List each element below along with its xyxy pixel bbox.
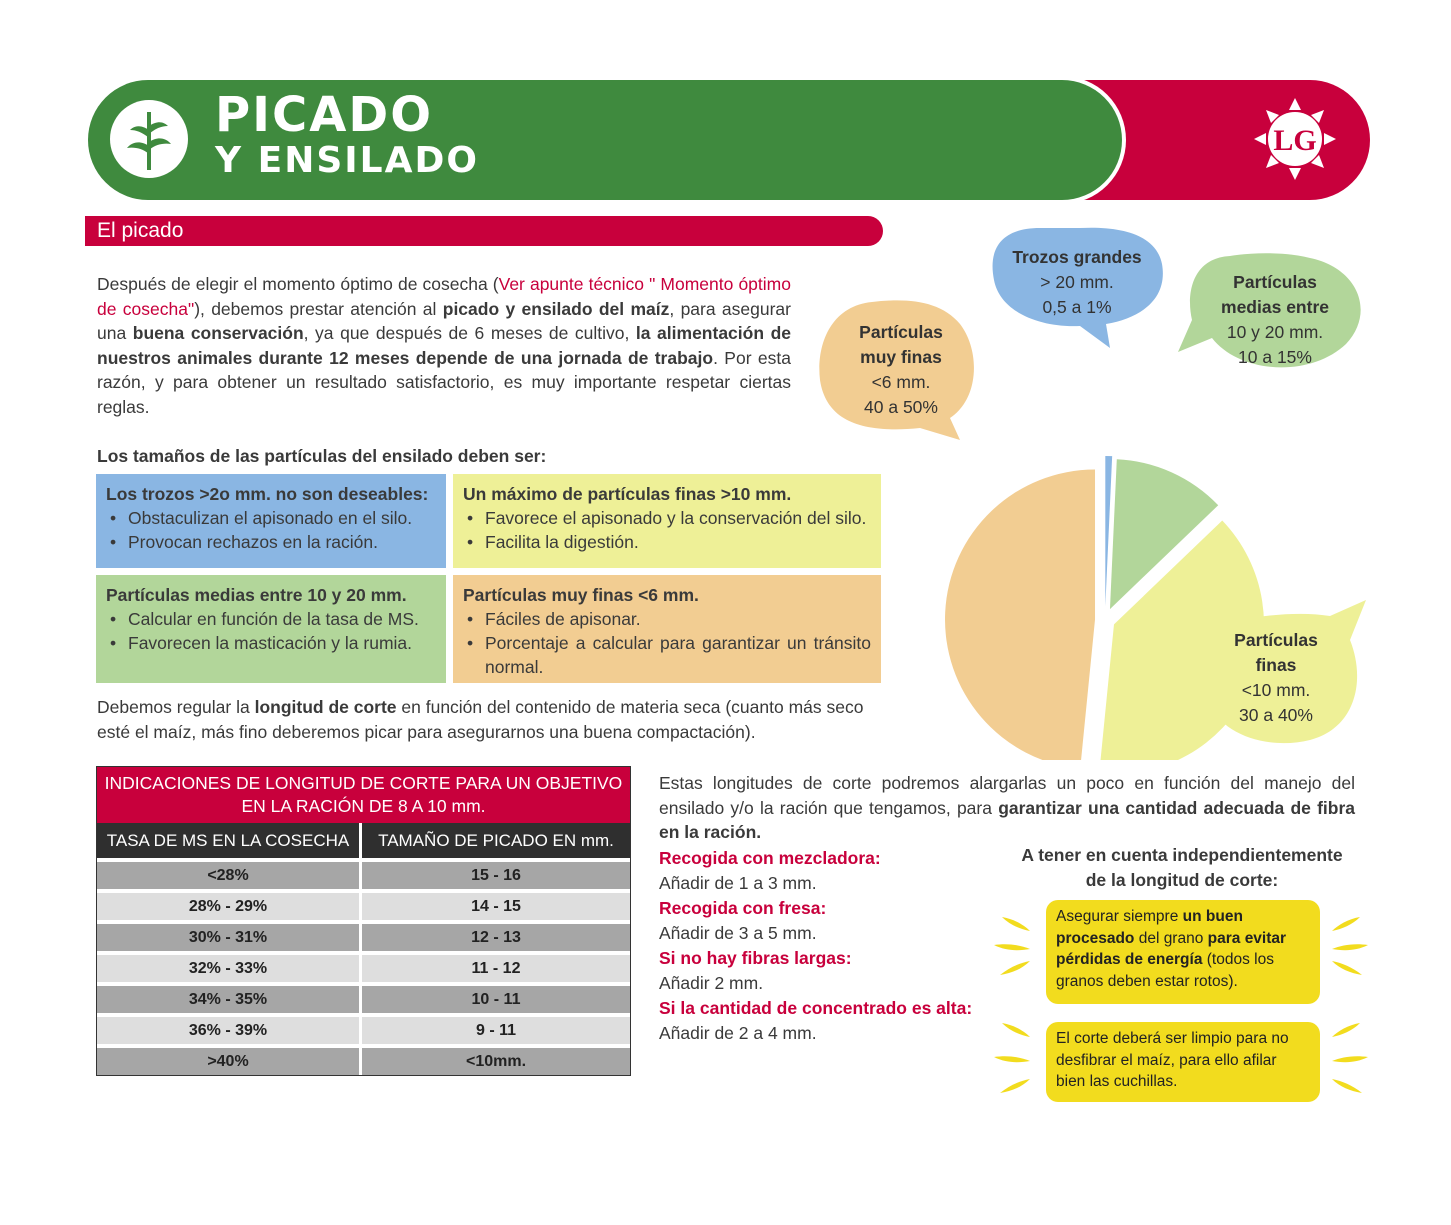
- technical-note-link[interactable]: Ver apunte técnico " Momento óptimo de c…: [97, 274, 791, 319]
- list-item: Favorece el apisonado y la conservación …: [467, 506, 871, 530]
- list-item: Porcentaje a calcular para garantizar un…: [467, 631, 871, 679]
- list-item: Fáciles de apisonar.: [467, 607, 871, 631]
- sunburst-rays: [994, 917, 1368, 1093]
- table-cell: 9 - 11: [362, 1017, 630, 1044]
- list-item: Facilita la digestión.: [467, 530, 871, 554]
- adjustment-value: Añadir de 3 a 5 mm.: [659, 923, 817, 943]
- cut-length-table: INDICACIONES DE LONGITUD DE CORTE PARA U…: [96, 766, 631, 1076]
- table-row: <28%15 - 16: [97, 862, 630, 889]
- tips-heading: A tener en cuenta independientemente de …: [1021, 845, 1343, 890]
- list-item: Provocan rechazos en la ración.: [110, 530, 436, 554]
- table-title: INDICACIONES DE LONGITUD DE CORTE PARA U…: [97, 767, 630, 823]
- table-cell: 11 - 12: [362, 955, 630, 982]
- table-cell: <10mm.: [362, 1048, 630, 1075]
- table-cell: 36% - 39%: [97, 1017, 359, 1044]
- table-cell: <28%: [97, 862, 359, 889]
- label-large-pieces: Trozos grandes > 20 mm. 0,5 a 1%: [1012, 247, 1142, 317]
- cut-length-paragraph: Debemos regular la longitud de corte en …: [97, 697, 864, 742]
- adjustment-heading: Si la cantidad de concentrado es alta:: [659, 998, 973, 1018]
- list-item: Calcular en función de la tasa de MS.: [110, 607, 436, 631]
- table-cell: 15 - 16: [362, 862, 630, 889]
- table-row: 30% - 31%12 - 13: [97, 924, 630, 951]
- table-header-row: TASA DE MS EN LA COSECHA TAMAÑO DE PICAD…: [97, 823, 630, 858]
- label-medium-particles: Partículas medias entre 10 y 20 mm. 10 a…: [1221, 272, 1329, 367]
- adjustment-heading: Recogida con mezcladora:: [659, 848, 881, 868]
- bubble-vfine: [819, 300, 974, 440]
- sizes-heading: Los tamaños de las partículas del ensila…: [97, 446, 547, 466]
- fiber-paragraph: Estas longitudes de corte podremos alarg…: [659, 773, 1355, 842]
- table-row: 34% - 35%10 - 11: [97, 986, 630, 1013]
- adjustments-list: Recogida con mezcladora: Añadir de 1 a 3…: [659, 846, 999, 1046]
- header-green-band: [88, 80, 1122, 200]
- pie-slice: [1105, 456, 1113, 607]
- table-cell: 34% - 35%: [97, 986, 359, 1013]
- adjustment-heading: Recogida con fresa:: [659, 898, 827, 918]
- lg-logo: LG: [1250, 94, 1340, 184]
- table-row: 28% - 29%14 - 15: [97, 893, 630, 920]
- table-cell: 12 - 13: [362, 924, 630, 951]
- label-fine-particles: Partículas finas <10 mm. 30 a 40%: [1234, 630, 1318, 725]
- column-header-size: TAMAÑO DE PICADO EN mm.: [362, 823, 630, 858]
- section-title: El picado: [85, 216, 883, 246]
- intro-paragraph: Después de elegir el momento óptimo de c…: [97, 274, 791, 417]
- medium-particles-box: Partículas medias entre 10 y 20 mm. Calc…: [96, 575, 446, 683]
- adjustment-heading: Si no hay fibras largas:: [659, 948, 852, 968]
- list-item: Obstaculizan el apisonado en el silo.: [110, 506, 436, 530]
- tip-processing: Asegurar siempre un buen procesado del g…: [1046, 900, 1320, 1004]
- page-title: PICADO Y ENSILADO: [215, 87, 479, 181]
- table-cell: 32% - 33%: [97, 955, 359, 982]
- table-cell: 30% - 31%: [97, 924, 359, 951]
- adjustment-value: Añadir 2 mm.: [659, 973, 764, 993]
- pie-slice: [945, 469, 1096, 760]
- pie-slice: [1109, 459, 1219, 610]
- table-cell: >40%: [97, 1048, 359, 1075]
- table-cell: 14 - 15: [362, 893, 630, 920]
- bubble-large: [992, 227, 1163, 348]
- table-cell: 28% - 29%: [97, 893, 359, 920]
- corn-plant-icon: [110, 100, 188, 178]
- pie-slice: [1100, 520, 1264, 760]
- bubble-medium: [1178, 253, 1361, 368]
- very-fine-box: Partículas muy finas <6 mm. Fáciles de a…: [453, 575, 881, 683]
- tip-clean-cut: El corte deberá ser limpio para no desfi…: [1046, 1022, 1320, 1102]
- fine-max-box: Un máximo de partículas finas >10 mm. Fa…: [453, 474, 881, 568]
- adjustment-value: Añadir de 1 a 3 mm.: [659, 873, 817, 893]
- table-row: 36% - 39%9 - 11: [97, 1017, 630, 1044]
- label-very-fine-particles: Partículas muy finas <6 mm. 40 a 50%: [859, 322, 943, 417]
- particle-pie-chart: [819, 227, 1366, 760]
- lg-logo-text: LG: [1273, 124, 1316, 157]
- list-item: Favorecen la masticación y la rumia.: [110, 631, 436, 655]
- table-row: 32% - 33%11 - 12: [97, 955, 630, 982]
- table-cell: 10 - 11: [362, 986, 630, 1013]
- large-pieces-box: Los trozos >2o mm. no son deseables: Obs…: [96, 474, 446, 568]
- adjustment-value: Añadir de 2 a 4 mm.: [659, 1023, 817, 1043]
- column-header-ms: TASA DE MS EN LA COSECHA: [97, 823, 359, 858]
- table-row: >40%<10mm.: [97, 1048, 630, 1075]
